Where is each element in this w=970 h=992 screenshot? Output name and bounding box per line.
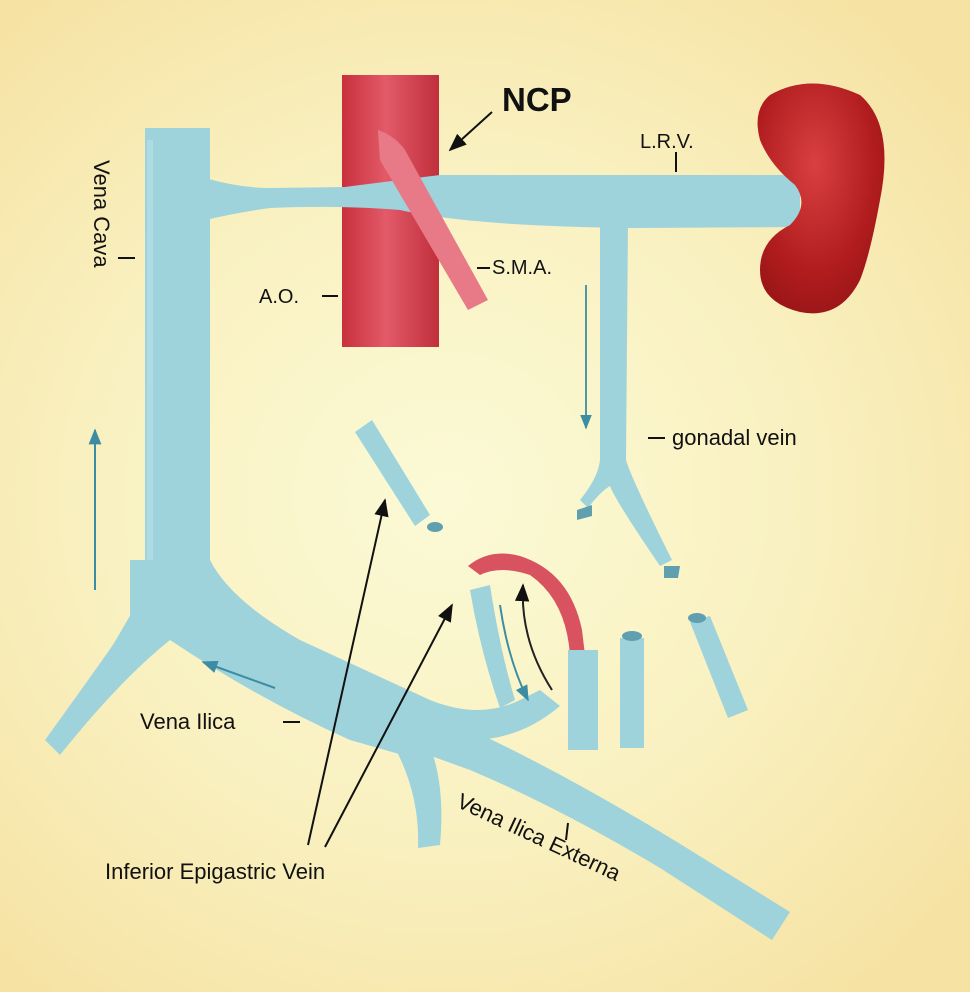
vein-piece-right-cup (688, 613, 706, 623)
label-vena-ilica: Vena Ilica (140, 709, 236, 734)
label-inferior-epigastric-vein: Inferior Epigastric Vein (105, 859, 326, 884)
left-renal-vein (205, 175, 800, 228)
flow-arrow-vena-ilica (201, 660, 276, 689)
flow-arrow-graft (514, 583, 553, 691)
anastomosis-vein-stub (568, 650, 598, 750)
flow-arrow-epigastric (499, 604, 529, 702)
gonadal-branch-cup-right (664, 566, 680, 578)
label-ao: A.O. (259, 286, 300, 308)
cut-vein-segment-upper (355, 420, 430, 526)
vena-ilica (45, 560, 560, 760)
pointer-arrow-ncp (448, 111, 493, 152)
epigastric-branch (470, 585, 515, 708)
vein-piece-right (690, 616, 748, 718)
cut-vein-cup-upper (427, 522, 443, 532)
anastomosis-graft (468, 553, 585, 655)
label-lrv: L.R.V. (640, 131, 694, 153)
vein-piece-middle (620, 638, 644, 748)
label-ncp: NCP (502, 81, 572, 118)
vena-ilica-down-branch (395, 748, 442, 848)
vein-piece-middle-cup (622, 631, 642, 641)
label-vena-cava: Vena Cava (89, 160, 114, 268)
label-gonadal-vein: gonadal vein (672, 425, 797, 450)
vena-cava (110, 128, 210, 650)
gonadal-branch-cup-left (577, 505, 592, 520)
label-sma: S.M.A. (492, 257, 553, 279)
superior-mesenteric-artery (378, 130, 488, 310)
pointer-arrow-epigastric-2 (324, 603, 453, 848)
tick-vena-ilica-externa (565, 822, 569, 841)
kidney (757, 83, 885, 314)
gonadal-vein (580, 222, 672, 566)
vena-ilica-externa (380, 700, 790, 940)
pointer-arrow-epigastric-1 (307, 498, 389, 846)
